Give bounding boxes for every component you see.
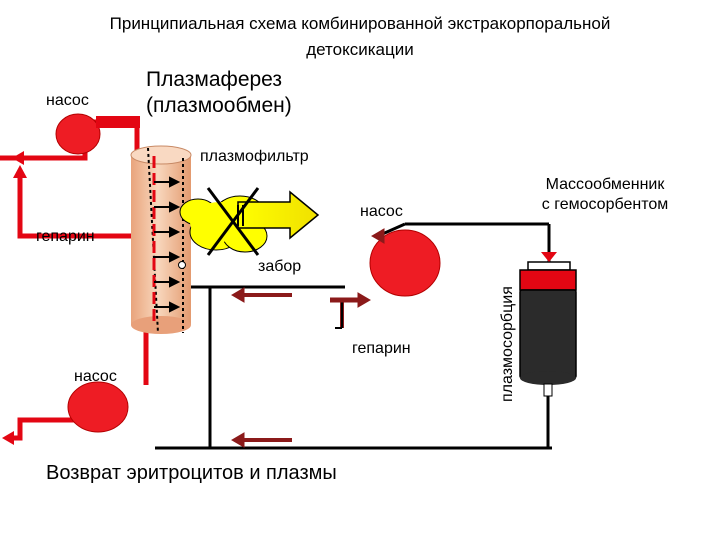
heparin-port-small — [178, 261, 186, 269]
pump-mid — [369, 229, 441, 297]
diagram-title-line1: Принципиальная схема комбинированной экс… — [109, 14, 611, 33]
label-pump-top: насос — [46, 92, 89, 109]
pump-top — [55, 113, 140, 155]
label-plasmafilter: плазмофильтр — [200, 148, 309, 165]
heading-plasmapheresis: Плазмаферез — [146, 68, 283, 91]
label-heparin-left: гепарин — [36, 228, 95, 245]
label-heparin-mid: гепарин — [352, 340, 411, 357]
tubing-lines — [155, 222, 552, 450]
label-pump-mid: насос — [360, 203, 403, 220]
flow-arrowhead-heparin-up — [13, 165, 27, 178]
plasma-removal-arrow — [237, 190, 320, 240]
filter-membrane-arrows — [154, 176, 181, 313]
pump-bottom — [67, 381, 129, 433]
label-mass-exchanger-line2: с гемосорбентом — [541, 196, 669, 213]
label-mass-exchanger-line1: Массообменник — [545, 176, 665, 193]
label-return-flow: Возврат эритроцитов и плазмы — [46, 462, 337, 484]
label-plasmasorption: плазмосорбция — [499, 286, 516, 402]
dark-red-arrows — [231, 228, 385, 448]
flow-arrowhead-return-left — [2, 431, 14, 445]
mass-exchanger-column — [519, 252, 577, 397]
plasma-filter — [130, 145, 192, 334]
flow-arrowhead-top-left — [12, 151, 24, 165]
blocked-cross-icon — [206, 187, 260, 256]
heading-plasma-exchange: (плазмообмен) — [146, 94, 292, 117]
diagram-title-line2: детоксикации — [306, 40, 414, 59]
label-pump-bottom: насос — [74, 368, 117, 385]
label-intake: забор — [258, 258, 302, 275]
